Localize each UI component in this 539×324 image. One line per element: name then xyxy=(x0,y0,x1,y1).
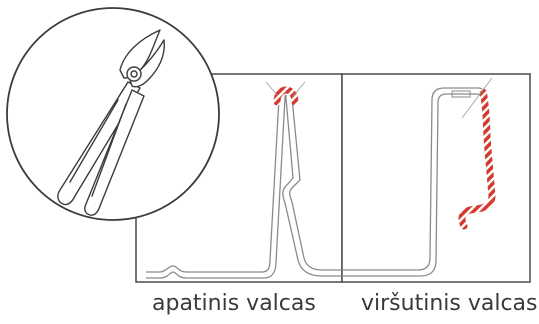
tool-inset xyxy=(7,8,219,220)
upper-roller-caption: viršutinis valcas xyxy=(361,291,537,316)
upper-roller-panel xyxy=(342,74,530,282)
lower-roller-caption: apatinis valcas xyxy=(152,291,316,316)
